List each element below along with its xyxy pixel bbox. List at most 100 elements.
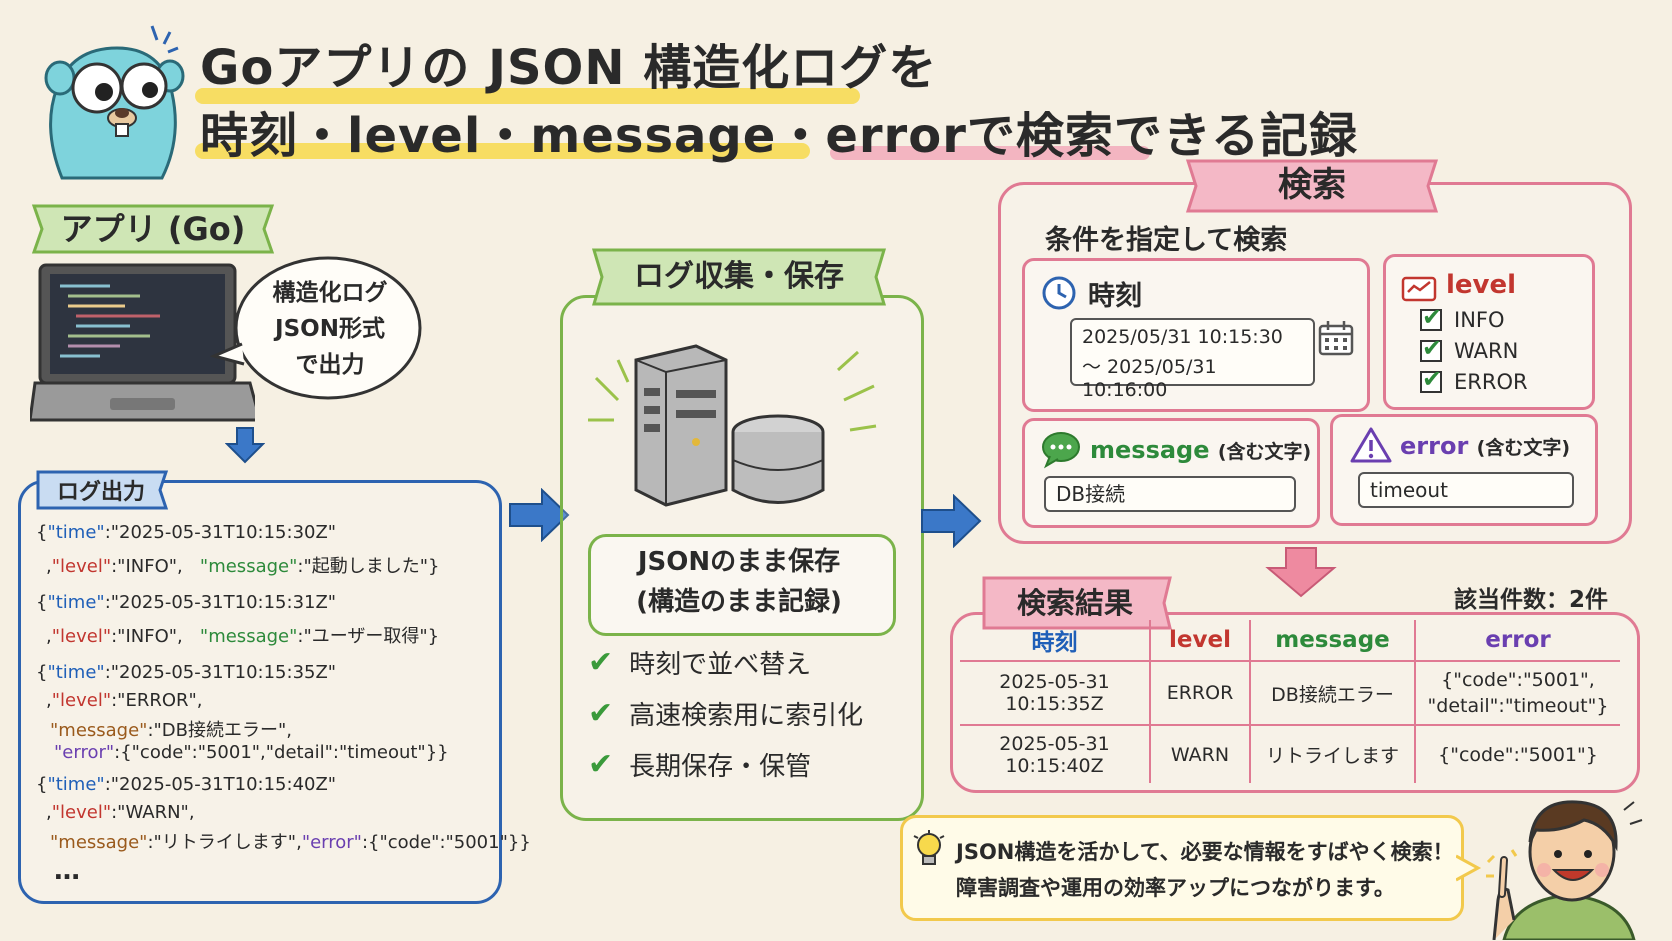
log-1-level-key: "level" [51,556,112,577]
calendar-icon[interactable] [1316,318,1356,358]
table-row[interactable]: 2025-05-31 10:15:35Z ERROR DB接続エラー {"cod… [960,661,1620,725]
results-table: 時刻 level message error 2025-05-31 10:15:… [960,620,1620,783]
storage-format-text: JSONのまま保存 (構造のまま記録) [588,542,890,622]
level-option-error-label: ERROR [1454,370,1528,394]
title-tail: できる記録 [1113,108,1358,164]
page-title-line2: 時刻・level・message・errorで検索できる記録 [200,96,1358,166]
tip-text: JSON構造を活かして、必要な情報をすばやく検索！ 障害調査や運用の効率アップに… [956,834,1454,906]
message-filter-label: message [1090,436,1210,464]
arrow-down-icon [225,427,265,464]
result-2-message: リトライします [1249,725,1415,783]
log-2-time-val: :"2025-05-31T10:15:31Z" [104,592,337,613]
message-filter-hint: (含む文字) [1217,441,1312,463]
title-de: で [966,108,1016,164]
level-option-info[interactable]: INFO [1420,303,1505,332]
gopher-mascot-icon [44,25,185,180]
checkbox-checked-icon[interactable] [1420,334,1442,362]
log-1-level-val: :"INFO", [111,556,183,577]
log-output-panel [18,480,502,904]
storage-feature-2-text: 高速検索用に索引化 [629,701,864,731]
level-option-info-label: INFO [1454,308,1505,332]
result-2-level: WARN [1149,725,1250,783]
time-from-value: 2025/05/31 10:15:30 [1082,326,1283,348]
result-1-message: DB接続エラー [1249,661,1415,725]
bubble-line1: 構造化ログ [272,280,388,306]
title-search: 検索 [1015,108,1114,164]
table-row[interactable]: 2025-05-31 10:15:40Z WARN リトライします {"code… [960,725,1620,783]
log-2-msg-key: "message" [199,626,298,647]
log-2-line2: ,"level":"INFO", "message":"ユーザー取得"} [46,626,440,647]
result-1-error-line1: {"code":"5001", [1441,669,1595,691]
log-4-line1: {"time":"2025-05-31T10:15:40Z" [36,774,337,795]
error-filter-hint: (含む文字) [1476,437,1571,459]
tip-line1: JSON構造を活かして、必要な情報をすばやく検索！ [956,840,1454,864]
time-to-value: ～ 2025/05/31 10:16:00 [1082,356,1217,401]
log-3-msg-val: :"DB接続エラー", [147,720,293,741]
time-range-input[interactable]: 2025/05/31 10:15:30 ～ 2025/05/31 10:16:0… [1070,318,1315,401]
storage-panel [560,295,924,821]
log-3-level-key: "level" [51,690,112,711]
message-filter-title: message (含む文字) [1090,436,1311,464]
result-2-error-line1: {"code":"5001"} [1438,743,1598,766]
laptop-icon [30,263,255,422]
log-3-msg-key: "message" [50,720,148,741]
log-3-err-key: "error" [54,742,115,763]
log-3-line3: "message":"DB接続エラー", [50,716,292,742]
title-fields: 時刻・level・message・error [200,108,967,164]
storage-format-line1: JSONのまま保存 [637,547,841,577]
log-4-msg-val: :"リトライします", [147,832,302,853]
log-2-line1: {"time":"2025-05-31T10:15:31Z" [36,592,337,613]
error-filter-title: error (含む文字) [1400,432,1570,460]
tip-box-tail [1456,854,1482,882]
storage-feature-1-text: 時刻で並べ替え [629,650,812,680]
results-label-banner [982,576,1172,630]
message-search-input[interactable]: DB接続 [1044,476,1296,512]
log-3-line1: {"time":"2025-05-31T10:15:35Z" [36,662,337,683]
result-1-error: {"code":"5001", "detail":"timeout"} [1414,661,1620,725]
log-4-err-val: :{"code":"5001"}} [361,832,531,853]
log-1-time-val: :"2025-05-31T10:15:30Z" [104,522,337,543]
result-1-error-line2: "detail":"timeout"} [1427,695,1609,717]
log-1-msg-key: "message" [199,556,298,577]
log-4-time-val: :"2025-05-31T10:15:40Z" [104,774,337,795]
checkbox-checked-icon[interactable] [1420,365,1442,393]
log-4-time-key: "time" [47,774,105,795]
search-label-banner [1185,159,1439,213]
error-search-input[interactable]: timeout [1358,472,1574,508]
speech-bubble [210,256,422,400]
warning-icon [1350,427,1392,463]
check-icon: ✔ [588,645,614,680]
search-label: 検索 [1278,165,1346,205]
lightbulb-icon [913,830,945,865]
storage-label: ログ収集・保存 [634,259,844,294]
log-4-msg-key: "message" [50,832,148,853]
arrow-right-icon-2 [921,494,982,548]
log-output-label: ログ出力 [56,480,145,505]
checkbox-checked-icon[interactable] [1420,303,1442,331]
level-chart-icon [1401,276,1437,302]
level-option-warn-label: WARN [1454,339,1519,363]
page-title-line1: Goアプリの JSON 構造化ログを [200,40,938,96]
log-2-level-val: :"INFO", [111,626,183,647]
log-4-err-key: "error" [301,832,362,853]
bubble-line3: で出力 [295,352,365,378]
result-2-time: 2025-05-31 10:15:40Z [999,732,1110,777]
storage-feature-1: ✔ 時刻で並べ替え [588,644,811,681]
log-2-level-key: "level" [51,626,112,647]
server-database-icon [588,344,877,507]
log-4-level-key: "level" [51,802,112,823]
col-header-time: 時刻 [1031,630,1078,656]
storage-format-line2: (構造のまま記録) [636,587,842,617]
tip-line2: 障害調査や運用の効率アップにつながります。 [956,876,1395,900]
log-1-time-key: "time" [47,522,105,543]
tip-box [900,815,1464,921]
storage-feature-3-text: 長期保存・保管 [629,752,812,782]
result-1-level: ERROR [1149,661,1250,725]
level-filter-label: level [1446,270,1517,300]
level-option-error[interactable]: ERROR [1420,365,1528,394]
level-option-warn[interactable]: WARN [1420,334,1519,363]
app-label-banner [31,204,275,254]
result-2-error: {"code":"5001"} [1414,725,1620,783]
app-label: アプリ (Go) [60,210,246,248]
time-filter-label: 時刻 [1088,281,1142,312]
